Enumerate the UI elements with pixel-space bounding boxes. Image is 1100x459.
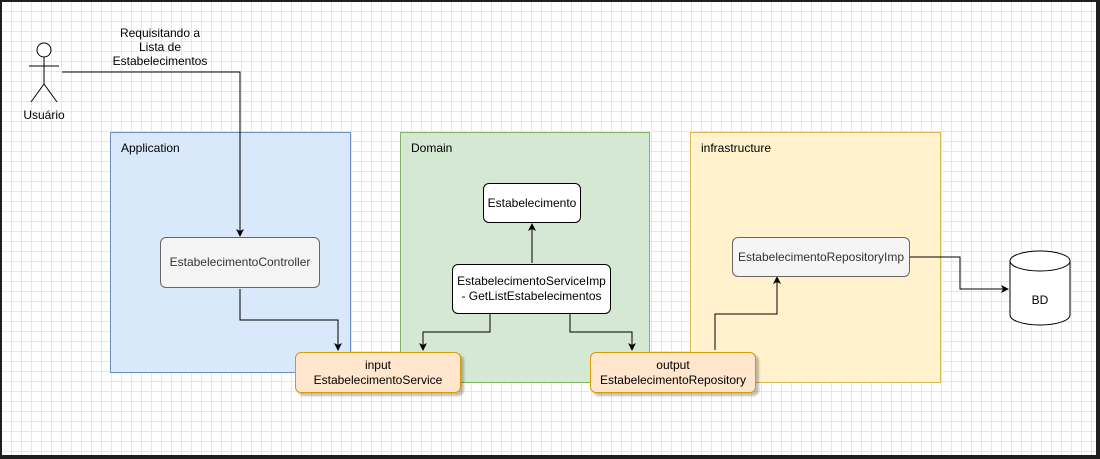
estabelecimento-repository-imp-node[interactable]: EstabelecimentoRepositoryImp xyxy=(732,237,910,277)
user-actor-icon[interactable] xyxy=(29,42,59,103)
estabelecimento-service-imp-node[interactable]: EstabelecimentoServiceImp - GetListEstab… xyxy=(452,264,611,314)
edge-serviceimp-to-output xyxy=(569,314,636,351)
output-port-node[interactable]: output EstabelecimentoRepository xyxy=(590,352,756,393)
request-label: Requisitando a Lista de Estabelecimentos xyxy=(112,26,208,68)
user-label: Usuário xyxy=(23,108,65,122)
estabelecimento-controller-node[interactable]: EstabelecimentoController xyxy=(160,237,320,288)
edge-controller-to-input xyxy=(239,289,342,351)
application-layer-title: Application xyxy=(121,141,180,155)
edge-repository-to-database xyxy=(910,256,1009,293)
edge-user-to-controller xyxy=(62,71,244,237)
domain-layer[interactable]: Domain xyxy=(400,132,650,383)
database-label: BD xyxy=(1031,293,1049,307)
edge-serviceimp-to-input xyxy=(419,314,491,351)
edge-output-to-repository xyxy=(714,276,781,350)
infrastructure-layer-title: infrastructure xyxy=(701,141,772,155)
domain-layer-title: Domain xyxy=(411,141,453,155)
database-cylinder-icon[interactable] xyxy=(1009,250,1071,326)
estabelecimento-entity-node[interactable]: Estabelecimento xyxy=(483,183,581,223)
input-port-node[interactable]: input EstabelecimentoService xyxy=(295,352,461,393)
